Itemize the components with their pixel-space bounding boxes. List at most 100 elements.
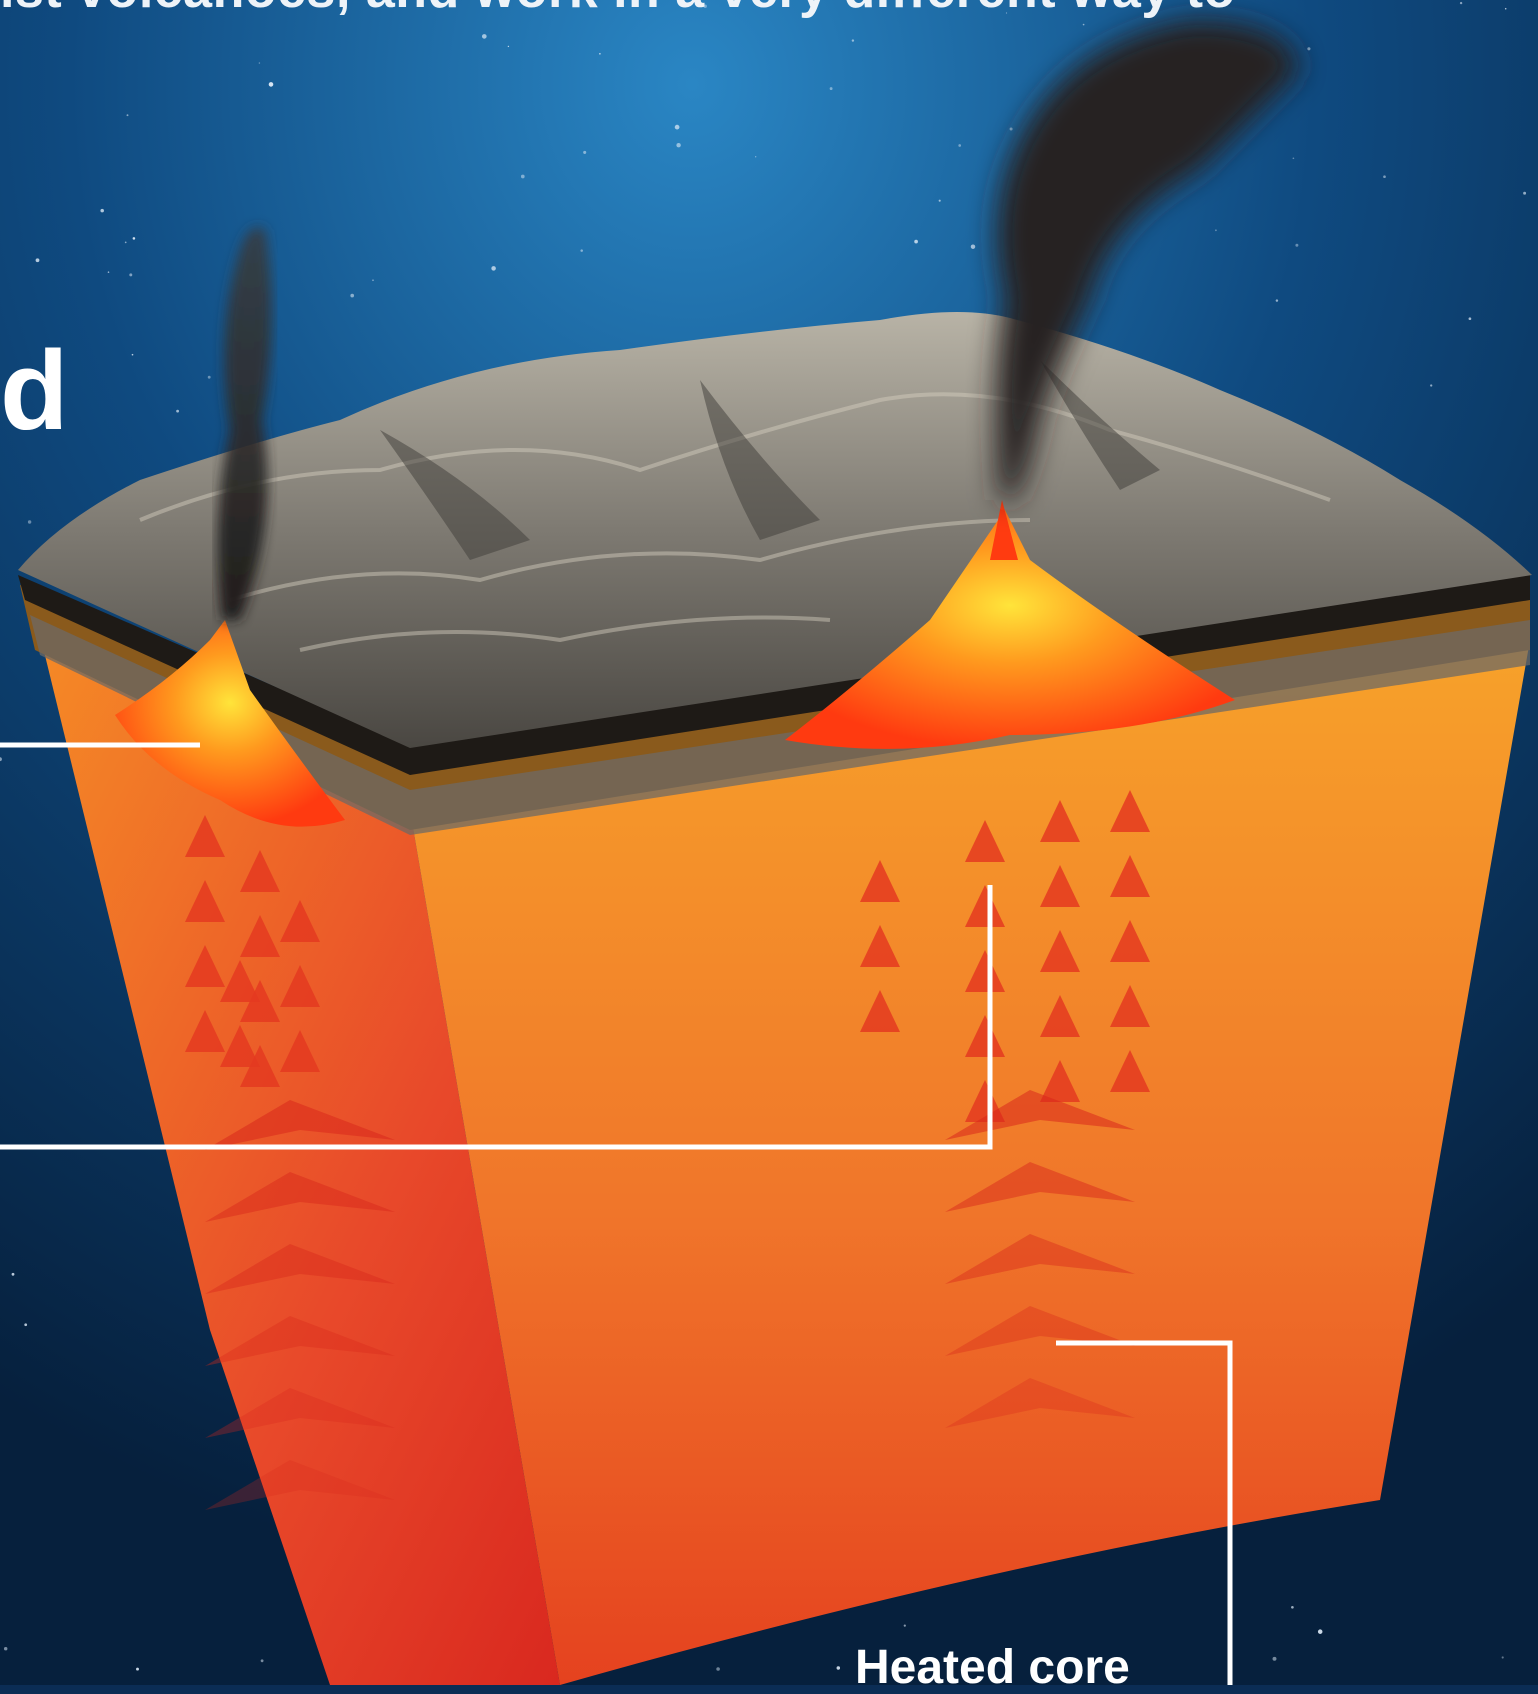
- star: [1468, 317, 1472, 321]
- heat-chevron: [205, 1460, 395, 1510]
- upward-arrow-icon: [220, 960, 260, 1002]
- star: [851, 39, 855, 42]
- star: [260, 1659, 264, 1663]
- upward-arrow-icon: [1110, 1050, 1150, 1092]
- star: [0, 757, 2, 762]
- terrain-shadows: [380, 360, 1160, 560]
- star: [1317, 1629, 1323, 1634]
- upward-arrow-icon: [1040, 865, 1080, 907]
- heat-chevron: [205, 1100, 395, 1150]
- upward-arrow-icon: [1040, 995, 1080, 1037]
- star: [124, 241, 127, 244]
- upward-arrow-icon: [860, 925, 900, 967]
- star: [583, 150, 587, 154]
- upward-arrow-icon: [280, 965, 320, 1007]
- star: [703, 4, 707, 8]
- heat-chevron: [945, 1234, 1135, 1284]
- heat-chevron: [205, 1244, 395, 1294]
- star: [350, 293, 355, 298]
- heat-chevron: [945, 1306, 1135, 1356]
- star: [755, 156, 757, 158]
- leader-line-mantle: [0, 885, 993, 1150]
- terrain-ridges: [139, 392, 1331, 652]
- upward-arrow-icon: [185, 1010, 225, 1052]
- upward-arrow-icon: [1110, 920, 1150, 962]
- star: [126, 114, 129, 117]
- upward-arrow-icon: [240, 915, 280, 957]
- star: [132, 237, 136, 240]
- upward-arrow-icon: [185, 815, 225, 857]
- upward-arrow-icon: [860, 990, 900, 1032]
- star: [372, 279, 374, 282]
- star: [1272, 1656, 1277, 1661]
- star: [580, 249, 583, 252]
- heat-chevron: [205, 1172, 395, 1222]
- star: [1292, 157, 1295, 160]
- star: [1009, 127, 1013, 131]
- heat-chevron-group: [205, 1090, 1135, 1510]
- upward-arrow-icon: [1110, 790, 1150, 832]
- star: [258, 62, 261, 64]
- heading-fragment: d: [0, 328, 69, 453]
- star: [176, 409, 180, 413]
- star: [1307, 47, 1311, 51]
- star: [491, 266, 496, 271]
- heat-chevron: [945, 1162, 1135, 1212]
- upward-arrow-icon: [280, 1030, 320, 1072]
- star: [903, 1624, 906, 1627]
- lava-vent-right: [990, 500, 1018, 560]
- star: [829, 87, 833, 91]
- star: [481, 34, 487, 39]
- star: [970, 244, 976, 249]
- star: [129, 273, 133, 277]
- upward-arrow-icon-group: [185, 790, 1150, 1122]
- star: [520, 174, 525, 179]
- mantle-side-face: [40, 635, 560, 1685]
- star: [716, 1667, 720, 1671]
- heat-chevron: [205, 1316, 395, 1366]
- star: [19, 412, 22, 415]
- star: [3, 1646, 8, 1651]
- star: [254, 2, 260, 8]
- star: [599, 52, 601, 55]
- star: [1275, 299, 1279, 302]
- star: [1459, 1, 1463, 5]
- star: [1295, 243, 1299, 247]
- star: [676, 143, 681, 148]
- star: [507, 45, 510, 48]
- upward-arrow-icon: [860, 860, 900, 902]
- star: [836, 1666, 841, 1670]
- lava-pool-right: [785, 510, 1235, 749]
- star: [11, 1272, 15, 1276]
- upward-arrow-icon: [185, 945, 225, 987]
- mantle-front-face: [410, 640, 1530, 1685]
- star: [1215, 229, 1217, 232]
- star: [136, 1667, 139, 1671]
- heated-core-label: Heated core: [855, 1641, 1130, 1694]
- upward-arrow-icon: [240, 850, 280, 892]
- upward-arrow-icon: [240, 1045, 280, 1087]
- upward-arrow-icon: [280, 900, 320, 942]
- star: [938, 199, 941, 202]
- star: [107, 271, 110, 273]
- star: [1291, 1605, 1294, 1609]
- star: [24, 1323, 28, 1327]
- star: [268, 82, 274, 87]
- upward-arrow-icon: [1040, 930, 1080, 972]
- star: [1430, 384, 1433, 387]
- star: [1504, 7, 1507, 10]
- star: [207, 375, 211, 379]
- star: [914, 239, 918, 244]
- star: [1082, 23, 1085, 26]
- lava-pool-left: [115, 620, 345, 827]
- upward-arrow-icon: [1110, 985, 1150, 1027]
- upward-arrow-icon: [965, 885, 1005, 927]
- upward-arrow-icon: [965, 1015, 1005, 1057]
- star: [674, 124, 680, 130]
- heat-chevron: [945, 1378, 1135, 1428]
- volcano-plume-left-icon: [217, 227, 272, 620]
- intro-text-fragment: ist volcanoes, and work in a very differ…: [0, 0, 1538, 20]
- star: [1501, 1656, 1504, 1659]
- upward-arrow-icon: [1110, 855, 1150, 897]
- leader-line-heated-core: [1056, 1340, 1233, 1685]
